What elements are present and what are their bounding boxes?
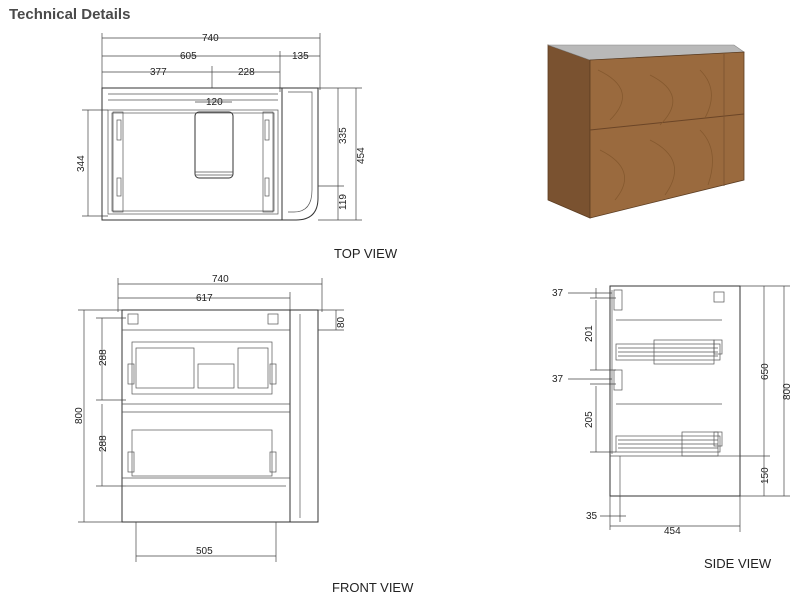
- top-view: 740 605 135 377 228 120 344: [76, 33, 398, 261]
- side-dim-height: 800: [782, 383, 793, 400]
- top-dim-centre: 120: [206, 97, 223, 108]
- top-dim-depth: 454: [356, 147, 367, 164]
- top-dim-total-width: 740: [202, 33, 219, 44]
- side-dim-plinth: 150: [760, 467, 771, 484]
- top-bin-basket: [194, 111, 234, 179]
- front-cabinet-outline: [121, 309, 291, 523]
- top-dim-body-width: 605: [180, 51, 197, 62]
- side-dim-top-gap-2: 37: [552, 374, 564, 385]
- top-dim-inner-depth: 344: [76, 155, 87, 172]
- top-dim-right: 228: [238, 67, 255, 78]
- front-view: 740 617 800 288 288: [74, 274, 414, 595]
- front-dim-top-gap: 80: [336, 316, 347, 328]
- cabinet-render-image: [547, 44, 745, 219]
- front-dim-drawer-upper: 288: [98, 349, 109, 366]
- side-dim-top-gap-1: 37: [552, 288, 564, 299]
- side-view: 37 201 37 205 650 150 800 35 454 SIDE VI…: [552, 285, 793, 571]
- top-dim-upper-depth: 335: [338, 127, 349, 144]
- side-dim-drawer-2: 205: [584, 411, 595, 428]
- side-view-label: SIDE VIEW: [704, 556, 772, 571]
- front-dim-height: 800: [74, 407, 85, 424]
- side-dim-drawer-1: 201: [584, 325, 595, 342]
- side-dim-depth: 454: [664, 526, 681, 537]
- side-dim-upper-height: 650: [760, 363, 771, 380]
- top-view-label: TOP VIEW: [334, 246, 398, 261]
- top-dim-panel: 135: [292, 51, 309, 62]
- front-side-panel: [290, 309, 319, 523]
- side-dim-toe: 35: [586, 511, 598, 522]
- top-curved-panel: [282, 87, 319, 221]
- front-view-label: FRONT VIEW: [332, 580, 414, 595]
- page-title: Technical Details: [9, 6, 131, 23]
- top-dim-lower-depth: 119: [338, 194, 349, 210]
- top-dim-left: 377: [150, 67, 167, 78]
- front-dim-body-width: 617: [196, 293, 213, 304]
- front-dim-base-width: 505: [196, 546, 213, 557]
- top-cabinet-outline: [101, 87, 283, 221]
- side-cabinet-outline: [609, 285, 741, 497]
- front-dim-drawer-lower: 288: [98, 435, 109, 452]
- front-dim-total-width: 740: [212, 274, 229, 285]
